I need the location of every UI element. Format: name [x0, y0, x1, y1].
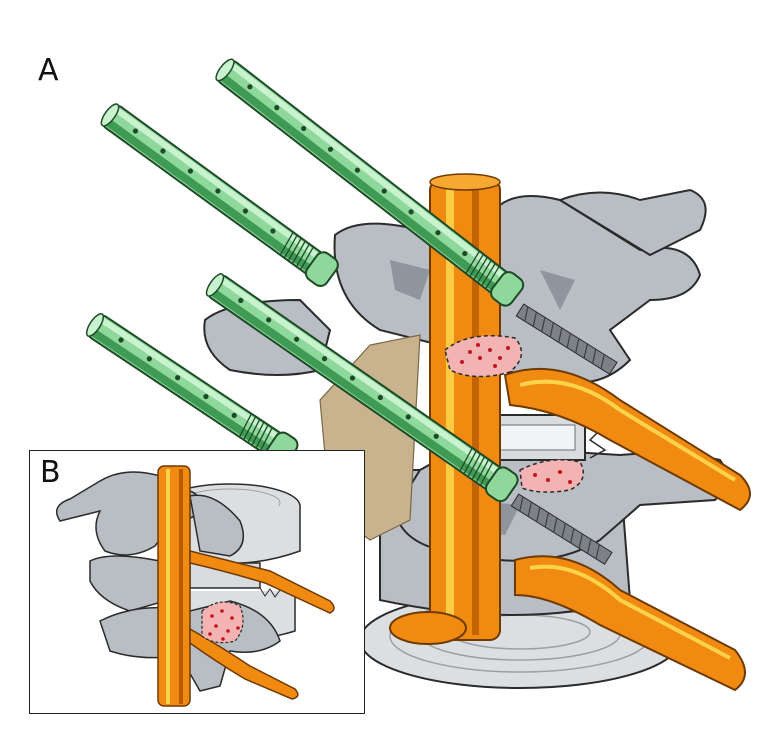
tube-4 [205, 273, 519, 503]
panel-a-label: A [38, 53, 59, 88]
extension-tubes [85, 58, 525, 503]
panel-b-illustration [55, 465, 335, 707]
tube-2 [215, 58, 525, 307]
nerve-root-upper-highlight [519, 379, 737, 482]
inset-nerve-root-lower [189, 627, 299, 700]
tube-1 [100, 103, 339, 287]
panel-b-label: B [40, 455, 61, 490]
inset-spinous [189, 494, 245, 557]
panel-b-inset [29, 450, 365, 714]
interbody-cage [489, 414, 607, 461]
nerve-root-lower [514, 555, 746, 692]
nerve-root-upper [503, 367, 751, 512]
transverse-process-upper-right [557, 188, 707, 257]
upper-vertebra-shadow [390, 260, 575, 310]
resected-bone-area [444, 335, 585, 493]
nerve-root-lower-highlight [529, 564, 731, 660]
pedicle-screws [510, 303, 618, 565]
inset-thecal-sac [157, 465, 191, 707]
thecal-sac [389, 173, 501, 645]
inset-resected-bone-area [201, 601, 244, 644]
inset-nerve-root-upper [189, 550, 335, 614]
